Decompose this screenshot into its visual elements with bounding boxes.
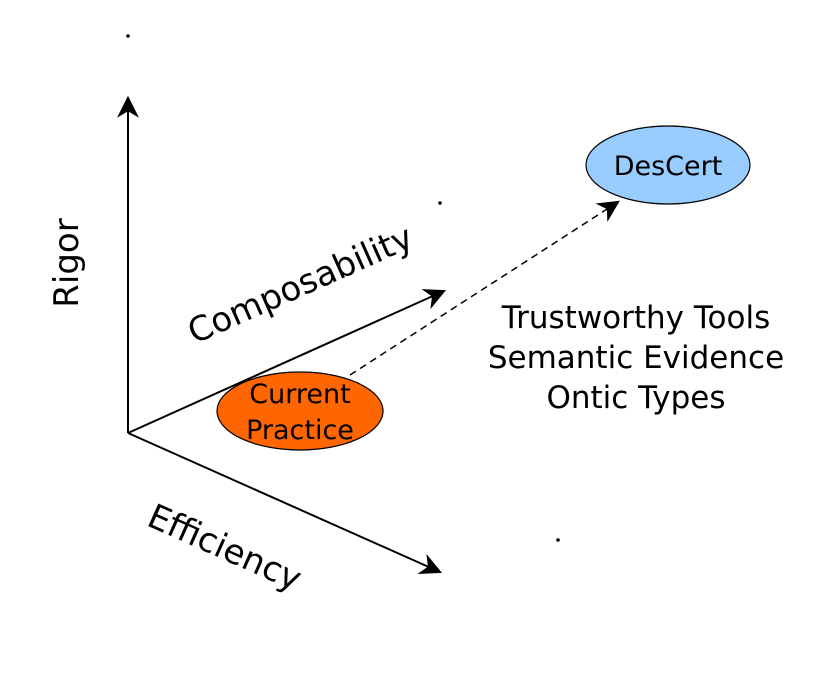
current-practice-label-line2: Practice <box>246 415 354 446</box>
rigor-label: Rigor <box>47 218 87 307</box>
feature-line-2: Semantic Evidence <box>488 340 784 376</box>
efficiency-label: Efficiency <box>142 496 308 599</box>
dot-bottom <box>556 538 560 542</box>
feature-line-1: Trustworthy Tools <box>501 300 771 336</box>
feature-line-3: Ontic Types <box>546 380 725 416</box>
descert-ellipse <box>585 125 751 205</box>
features-list: Trustworthy Tools Semantic Evidence Onti… <box>488 300 784 416</box>
composability-axis <box>127 289 447 434</box>
current-practice-node: Current Practice <box>216 371 384 451</box>
dot-mid <box>438 201 442 205</box>
current-practice-ellipse <box>216 371 384 451</box>
progression-arrow <box>349 200 620 376</box>
dot-top <box>126 34 130 38</box>
composability-label: Composability <box>182 217 419 352</box>
efficiency-axis <box>127 432 443 574</box>
descert-node: DesCert <box>585 125 751 205</box>
current-practice-label-line1: Current <box>249 379 350 410</box>
descert-label: DesCert <box>614 151 723 182</box>
